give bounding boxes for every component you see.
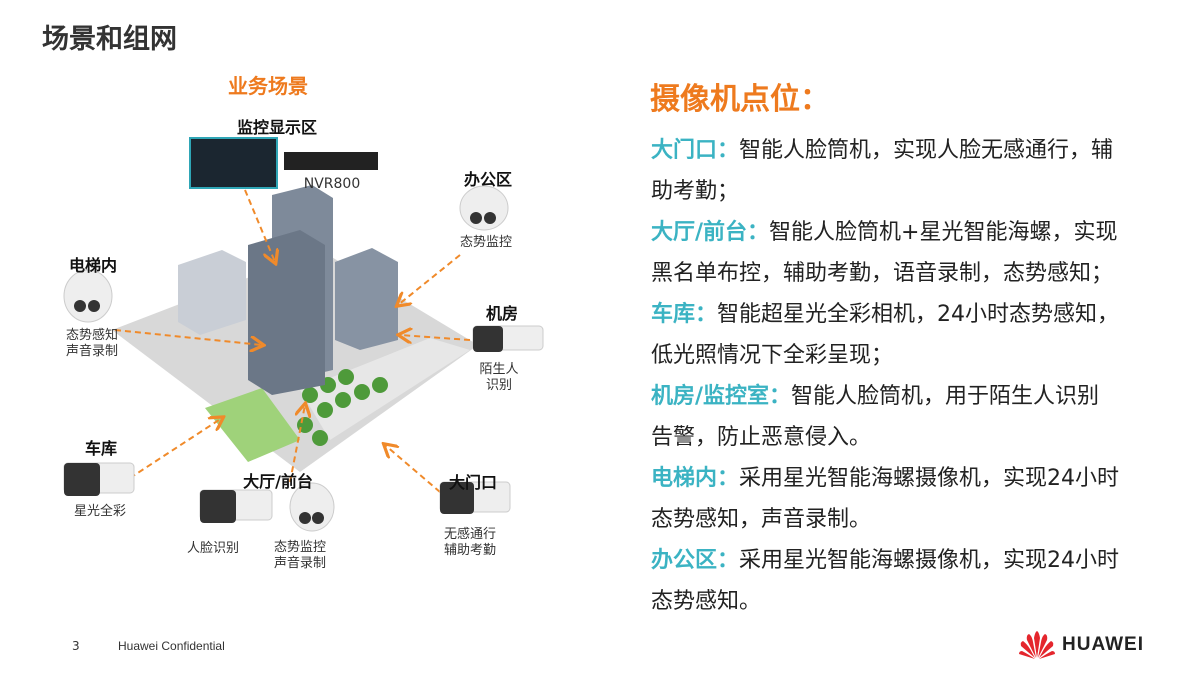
brand-name: HUAWEI [1062,634,1144,655]
gate-desc-1: 无感通行 [443,527,497,542]
point-text-cont: 告警，防止恶意侵入。 [651,425,872,450]
camera-points-list: 大门口：智能人脸筒机，实现人脸无感通行，辅 助考勤； 大厅/前台：智能人脸筒机+… [651,130,1171,622]
point-key: 车库： [651,302,718,327]
point-key: 办公区： [651,548,740,573]
lobby-dome-desc-2: 声音录制 [273,556,327,571]
page-number: 3 [72,639,80,653]
camera-point-item: 车库：智能超星光全彩相机，24小时态势感知， 低光照情况下全彩呈现； [651,294,1171,376]
building-main-tower [248,230,325,395]
bullet-camera-icon-garage [63,462,135,496]
point-key: 大门口： [651,138,740,163]
camera-point-item: 电梯内：采用星光智能海螺摄像机，实现24小时 态势感知，声音录制。 [651,458,1171,540]
page-title: 场景和组网 [42,24,177,55]
office-desc: 态势监控 [459,235,513,250]
point-text: 智能超星光全彩相机，24小时态势感知， [717,302,1120,327]
point-text: 智能人脸筒机，用于陌生人识别 [791,384,1100,409]
confidential-label: Huawei Confidential [118,639,225,653]
scene-title: 业务场景 [228,74,308,98]
gate-label: 大门口 [448,473,498,492]
server-room-desc-2: 识别 [485,378,513,393]
lobby-bullet-desc: 人脸识别 [186,541,240,556]
dome-camera-icon-elevator [63,269,113,323]
lobby-label: 大厅/前台 [243,472,313,491]
gate-desc-2: 辅助考勤 [443,543,497,558]
camera-point-item: 机房/监控室：智能人脸筒机，用于陌生人识别 告警，防止恶意侵入。 [651,376,1171,458]
nvr-device-icon [284,152,378,170]
bullet-camera-icon-server-room [472,325,544,352]
scene-illustration [63,137,544,532]
point-key: 电梯内： [651,466,740,491]
point-text-cont: 态势感知。 [651,589,762,614]
elevator-label: 电梯内 [68,256,118,275]
point-text-cont: 助考勤； [651,179,740,204]
point-text: 智能人脸筒机，实现人脸无感通行，辅 [739,138,1114,163]
dome-camera-icon-office [459,185,509,231]
nvr-label: NVR800 [303,176,361,192]
bullet-camera-icon-lobby [199,489,273,523]
point-text: 智能人脸筒机+星光智能海螺，实现 [769,220,1118,245]
point-key: 大厅/前台： [651,220,770,245]
huawei-flower-icon [1019,631,1055,659]
connection-arrows [114,189,471,493]
elevator-desc-2: 声音录制 [65,344,119,359]
camera-point-item: 大厅/前台：智能人脸筒机+星光智能海螺，实现 黑名单布控，辅助考勤，语音录制，态… [651,212,1171,294]
garage-label: 车库 [84,439,118,458]
point-text: 采用星光智能海螺摄像机，实现24小时 [739,548,1120,573]
point-text-cont: 低光照情况下全彩呈现； [651,343,894,368]
camera-point-item: 办公区：采用星光智能海螺摄像机，实现24小时 态势感知。 [651,540,1171,622]
monitor-screen-icon [189,137,278,189]
dome-camera-icon-lobby [289,482,335,532]
parking-lot [205,388,300,462]
building-left [178,250,246,335]
garage-desc: 星光全彩 [73,504,127,519]
monitor-area-label: 监控显示区 [236,118,318,137]
camera-points-title: 摄像机点位： [650,82,830,117]
server-room-label: 机房 [485,304,519,323]
office-label: 办公区 [463,170,513,189]
point-text-cont: 态势感知，声音录制。 [651,507,872,532]
huawei-logo: HUAWEI [1018,630,1144,660]
bullet-camera-icon-gate [439,481,511,514]
point-text-cont: 黑名单布控，辅助考勤，语音录制，态势感知； [651,261,1114,286]
elevator-desc-1: 态势感知 [65,328,119,343]
building-right [335,248,398,350]
camera-point-item: 大门口：智能人脸筒机，实现人脸无感通行，辅 助考勤； [651,130,1171,212]
point-key: 机房/监控室： [651,384,792,409]
server-room-desc-1: 陌生人 [479,362,519,377]
point-text: 采用星光智能海螺摄像机，实现24小时 [739,466,1120,491]
lobby-dome-desc-1: 态势监控 [273,540,327,555]
